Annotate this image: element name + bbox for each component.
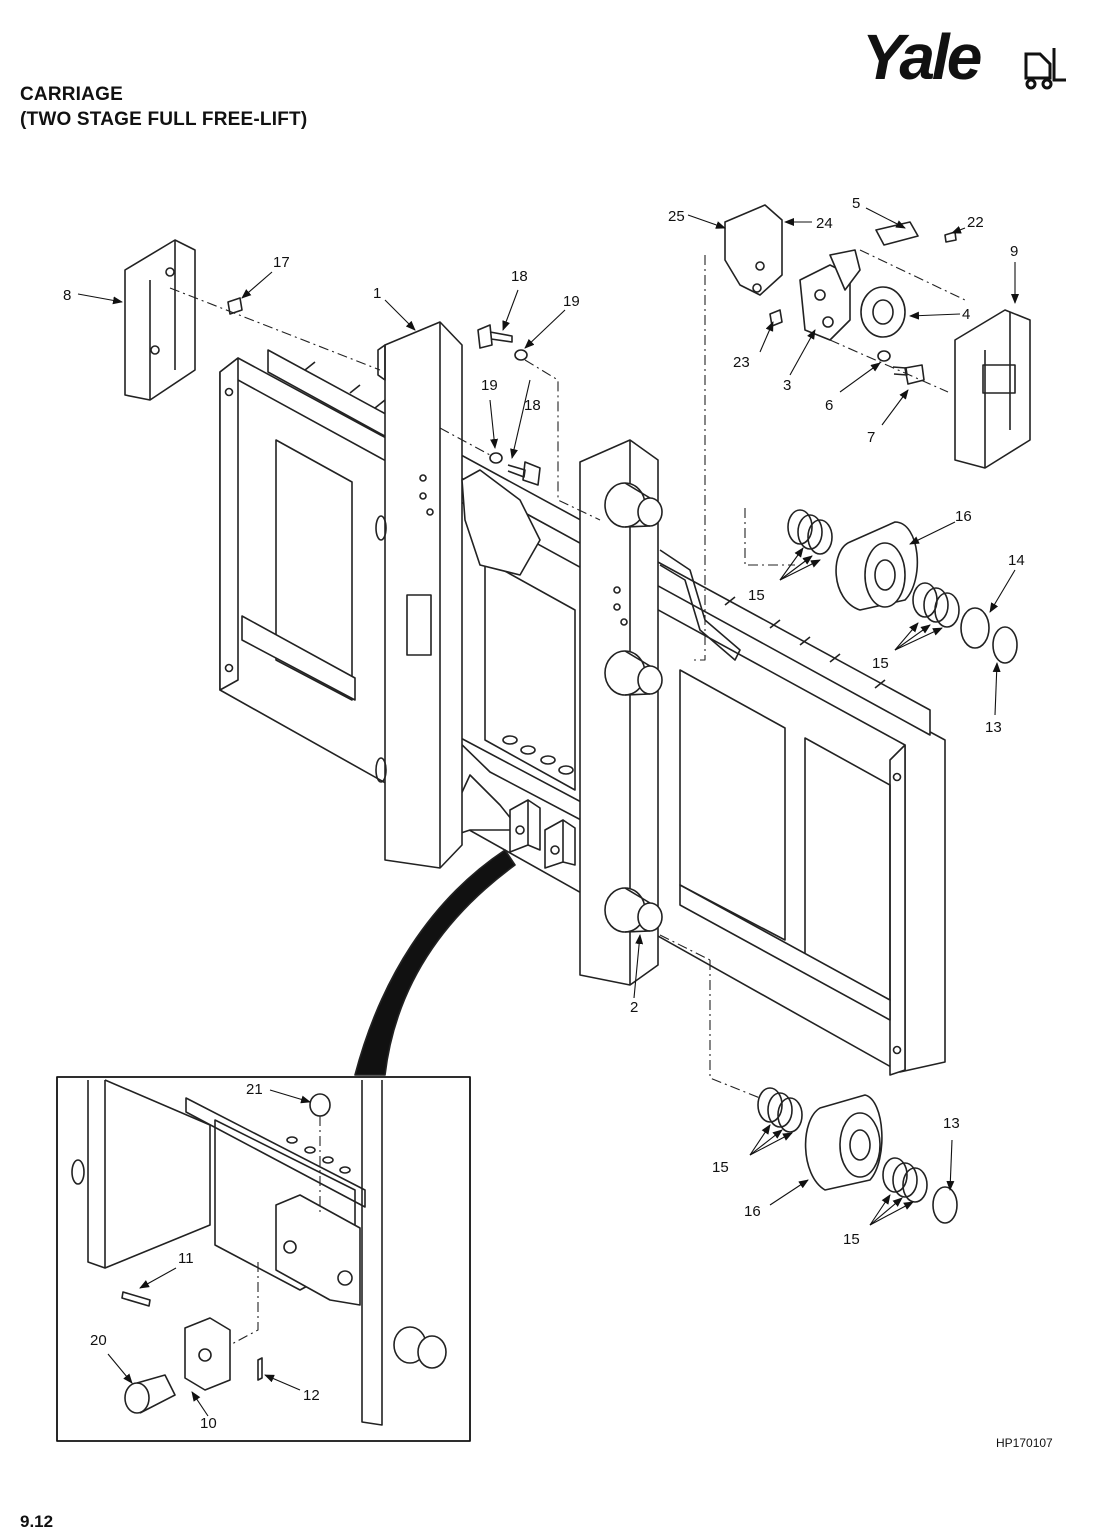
callout-10: 10 [200, 1415, 217, 1432]
title-line-1: CARRIAGE [20, 84, 123, 105]
callout-15-c: 15 [712, 1159, 729, 1176]
callout-22: 22 [967, 214, 984, 231]
callout-7: 7 [867, 429, 875, 446]
forklift-icon [1024, 48, 1066, 90]
roller-4 [860, 286, 906, 338]
callout-1: 1 [373, 285, 381, 302]
callout-9: 9 [1010, 243, 1018, 260]
washer-6 [877, 350, 891, 362]
callout-17: 17 [273, 254, 290, 271]
side-guard-right-9 [954, 309, 1031, 469]
callout-3: 3 [783, 377, 791, 394]
detail-pointer [354, 849, 516, 1076]
callout-19-upper: 19 [563, 293, 580, 310]
upper-roller-assembly [787, 509, 1018, 664]
shaft-5 [875, 221, 919, 246]
title-line-2: (TWO STAGE FULL FREE-LIFT) [20, 109, 308, 130]
side-guard-left [124, 239, 196, 401]
pin-17 [227, 297, 243, 315]
callout-20: 20 [90, 1332, 107, 1349]
bolt-18-upper [477, 324, 513, 349]
callout-14: 14 [1008, 552, 1025, 569]
callout-5: 5 [852, 195, 860, 212]
right-upright-plate [579, 439, 741, 986]
callout-4: 4 [962, 306, 970, 323]
yale-logo: Yale [862, 22, 1077, 102]
page-title: CARRIAGE (TWO STAGE FULL FREE-LIFT) [20, 82, 307, 132]
callout-23: 23 [733, 354, 750, 371]
callout-13-upper: 13 [985, 719, 1002, 736]
callout-arrows [77, 207, 1019, 1417]
callout-labels: 1 2 3 4 5 6 7 8 9 10 11 12 13 13 14 15 1… [63, 195, 1025, 1432]
chain-anchor-blocks [509, 799, 576, 869]
page-number: 9.12 [20, 1512, 54, 1531]
pin-22 [944, 231, 957, 243]
callout-15-b: 15 [872, 655, 889, 672]
bracket-plates-24-25 [724, 204, 783, 296]
callout-19-lower: 19 [481, 377, 498, 394]
callout-12: 12 [303, 1387, 320, 1404]
left-upright-plate [375, 321, 541, 869]
callout-18-lower: 18 [524, 397, 541, 414]
callout-21: 21 [246, 1081, 263, 1098]
washer-19-lower [489, 452, 503, 464]
inset-detail-view [56, 1076, 471, 1442]
callout-16-upper: 16 [955, 508, 972, 525]
assembly-leader-lines [169, 249, 966, 1099]
drawing-reference-code: HP170107 [996, 1436, 1053, 1450]
bolt-7 [892, 364, 925, 385]
callout-24: 24 [816, 215, 833, 232]
brand-wordmark: Yale [862, 21, 982, 93]
callout-16-lower: 16 [744, 1203, 761, 1220]
callout-6: 6 [825, 397, 833, 414]
washer-19-upper [514, 349, 528, 361]
roller-bracket-3 [799, 249, 861, 341]
callout-25: 25 [668, 208, 685, 225]
callout-15-d: 15 [843, 1231, 860, 1248]
callout-2: 2 [630, 999, 638, 1016]
callout-8: 8 [63, 287, 71, 304]
bolt-18-lower [507, 461, 541, 486]
callout-15-a: 15 [748, 587, 765, 604]
lower-roller-assembly [757, 1087, 958, 1224]
callout-18-upper: 18 [511, 268, 528, 285]
callout-13-lower: 13 [943, 1115, 960, 1132]
callout-11: 11 [178, 1250, 194, 1267]
